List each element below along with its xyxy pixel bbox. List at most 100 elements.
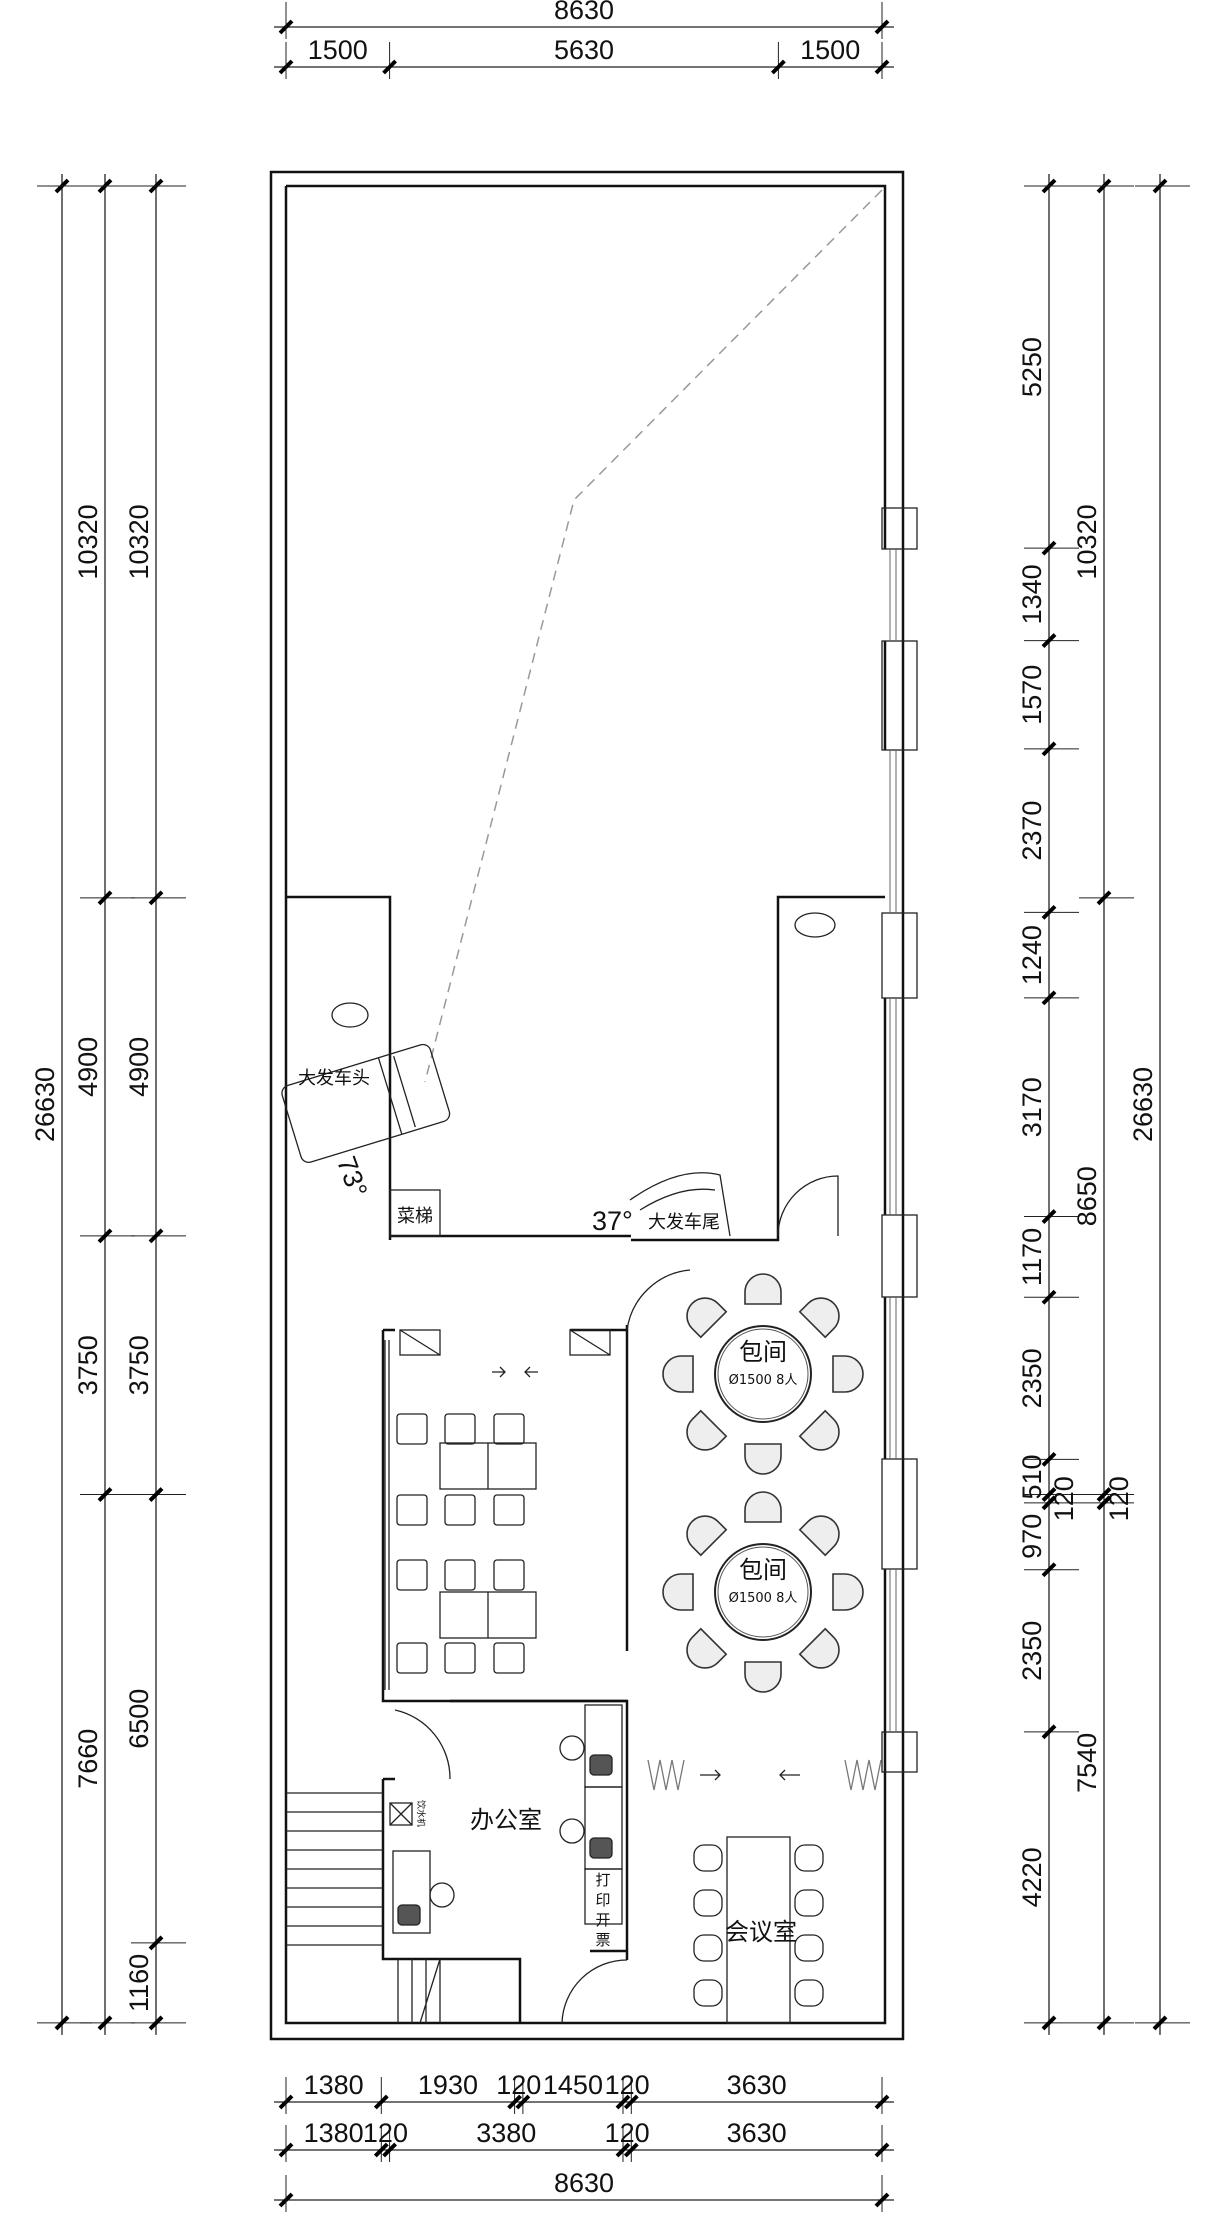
angle-head-label: 73° (331, 1152, 373, 1201)
angle-tail-label: 37° (592, 1206, 633, 1236)
dimension-tick (770, 59, 786, 75)
dimension-value: 1380 (304, 2118, 364, 2148)
dimension-value: 120 (363, 2118, 408, 2148)
dimension-tick (148, 1487, 164, 1502)
dimension-value: 3750 (73, 1335, 103, 1395)
dimension-tick (1041, 1289, 1057, 1305)
chair-icon (744, 1273, 782, 1305)
meeting-tables (384, 1340, 537, 1690)
dimension-value: 4900 (124, 1037, 154, 1097)
private-room-2-spec: Ø1500 8人 (729, 1591, 798, 1606)
dimension-tick (623, 2142, 639, 2158)
chair-icon (832, 1573, 864, 1611)
dimension-value: 120 (605, 2070, 650, 2100)
dimension-value: 510 (1017, 1454, 1047, 1499)
dimension-value: 10320 (124, 504, 154, 579)
dimension-tick (615, 2094, 631, 2110)
dimension-value: 1570 (1017, 665, 1047, 725)
private-room-1-label: 包间 (739, 1338, 787, 1366)
dimension-value: 120 (496, 2070, 541, 2100)
dimension-tick (148, 1228, 164, 1244)
chair-icon (744, 1491, 782, 1523)
dimension-tick (1096, 1495, 1112, 1511)
print-invoice-char: 印 (595, 1891, 610, 1909)
office-label: 办公室 (470, 1806, 542, 1834)
meeting-room-label: 会议室 (725, 1918, 797, 1946)
dimension-value: 8650 (1072, 1166, 1102, 1226)
dimension-tick (54, 2015, 70, 2031)
dimension-tick (1041, 1451, 1057, 1467)
round-table (714, 1543, 812, 1641)
chair-icon (686, 1515, 728, 1557)
chair-icon (686, 1297, 728, 1339)
dimension-value: 3170 (1017, 1077, 1047, 1137)
dimension-value: 2350 (1017, 1348, 1047, 1408)
dimension-value: 1450 (543, 2070, 603, 2100)
interior-walls (286, 895, 885, 2024)
dimension-tick (1041, 1487, 1057, 1502)
dimension-value: 26630 (30, 1067, 60, 1142)
dimension-tick (1041, 633, 1057, 648)
dimension-tick (1041, 990, 1057, 1006)
dimension-tick (615, 2142, 631, 2158)
dimension-tick (97, 890, 113, 906)
chair-icon (744, 1443, 782, 1475)
chair-icon (662, 1355, 694, 1393)
dimension-tick (1041, 540, 1057, 556)
dimension-tick (874, 2094, 890, 2110)
chair-icon (686, 1409, 728, 1451)
dimension-tick (874, 2192, 890, 2208)
chair-icon (798, 1627, 840, 1669)
chair-icon (744, 1661, 782, 1693)
dimension-value: 10320 (73, 504, 103, 579)
dimension-value: 7540 (1072, 1733, 1102, 1793)
chair-icon (798, 1297, 840, 1339)
dimension-value: 120 (605, 2118, 650, 2148)
dimension-tick (1096, 890, 1112, 906)
print-invoice-char: 打 (595, 1871, 610, 1889)
chair-icon (662, 1573, 694, 1611)
dimension-tick (373, 2142, 389, 2158)
dimension-value: 26630 (1128, 1067, 1158, 1142)
dimension-value: 1930 (418, 2070, 478, 2100)
dimension-tick (97, 2015, 113, 2031)
dimension-tick (373, 2094, 389, 2110)
dimension-value: 7660 (73, 1729, 103, 1789)
dimension-value: 3750 (124, 1335, 154, 1395)
dish-lift-label: 菜梯 (397, 1206, 433, 1227)
chair-icon (832, 1355, 864, 1393)
dimension-tick (1152, 2015, 1168, 2031)
dimension-value: 1500 (308, 35, 368, 65)
conference-table (492, 1366, 882, 2024)
dimension-value: 1170 (1017, 1228, 1047, 1286)
dimension-value: 1380 (304, 2070, 364, 2100)
person-icon (331, 912, 836, 1028)
private-room-1-spec: Ø1500 8人 (729, 1373, 798, 1388)
dimension-value: 1240 (1017, 925, 1047, 985)
dimension-tick (97, 1487, 113, 1502)
dimension-value: 4900 (73, 1037, 103, 1097)
round-table (714, 1325, 812, 1423)
dimension-value: 8630 (554, 0, 614, 25)
dimension-value: 5630 (554, 35, 614, 65)
truck-tail-label: 大发车尾 (648, 1212, 720, 1233)
dimension-tick (382, 59, 398, 75)
staircase (286, 1792, 441, 2024)
dimension-tick (1041, 741, 1057, 757)
dimension-value: 2370 (1017, 801, 1047, 861)
vehicle-path (424, 189, 883, 1083)
dimension-tick (1041, 1495, 1057, 1511)
dimension-value: 4220 (1017, 1847, 1047, 1907)
dimension-tick (874, 19, 890, 35)
dish-lift (389, 1189, 441, 1237)
dimension-tick (1096, 2015, 1112, 2031)
dimension-value: 3630 (727, 2118, 787, 2148)
private-room-2-label: 包间 (739, 1556, 787, 1584)
dimension-value: 8630 (554, 2168, 614, 2198)
chair-icon (798, 1515, 840, 1557)
dimension-tick (515, 2094, 531, 2110)
dimension-tick (97, 1228, 113, 1244)
dimension-tick (148, 2015, 164, 2031)
